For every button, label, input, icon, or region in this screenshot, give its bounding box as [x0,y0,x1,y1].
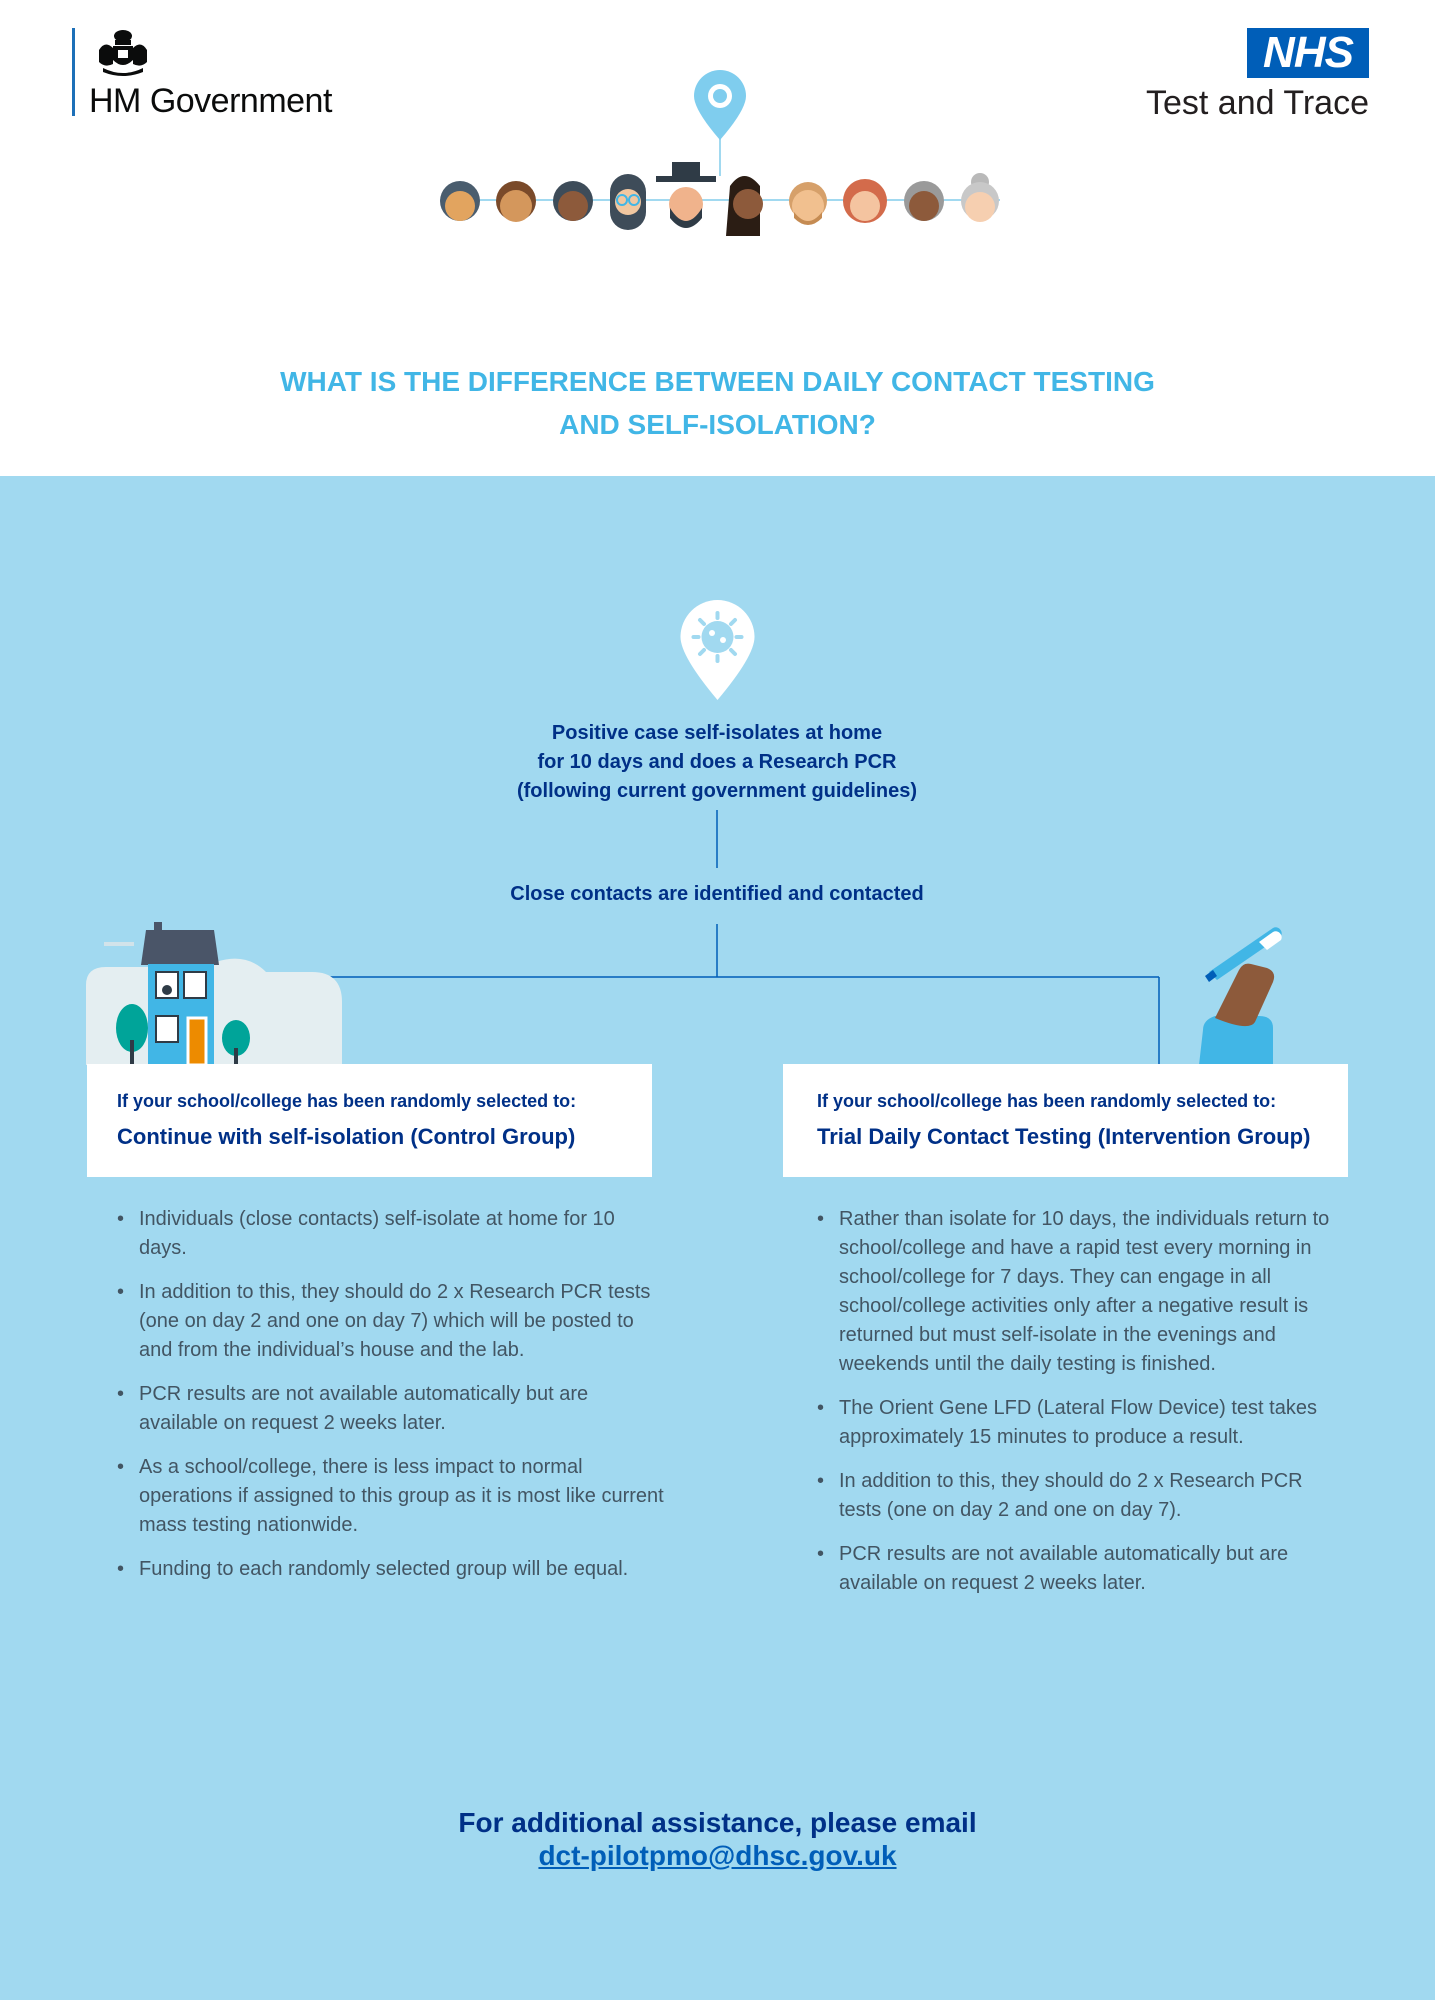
list-item: Funding to each randomly selected group … [117,1555,667,1584]
email-link[interactable]: dct-pilotpmo@dhsc.gov.uk [538,1840,897,1871]
help-text: For additional assistance, please email [458,1807,977,1838]
face-6 [726,176,763,236]
nhs-logo: NHS [1247,28,1369,78]
small-pin-icon [694,70,746,140]
list-item: PCR results are not available automatica… [117,1380,667,1438]
royal-crest-icon [99,30,147,76]
hm-government-name: HM Government [89,82,332,120]
positive-line-1: Positive case self-isolates at home [551,722,883,744]
intervention-group-heading: Trial Daily Contact Testing (Interventio… [817,1124,1311,1149]
people-illustration [440,70,1000,236]
test-and-trace-name: Test and Trace [1145,84,1369,122]
page-title: WHAT IS THE DIFFERENCE BETWEEN DAILY CON… [0,360,1435,446]
positive-line-2: for 10 days and does a Research PCR [537,751,897,773]
control-group-subheading: If your school/college has been randomly… [117,1091,577,1111]
face-3 [553,181,593,221]
hm-government-logo: HM Government [72,28,332,120]
virus-location-pin-icon [680,600,755,700]
hand-holding-test-icon [1199,927,1282,1065]
face-8 [843,179,887,223]
close-contacts-text: Close contacts are identified and contac… [510,883,924,905]
control-group-heading: Continue with self-isolation (Control Gr… [117,1124,576,1149]
list-item: In addition to this, they should do 2 x … [117,1278,667,1365]
list-item: As a school/college, there is less impac… [117,1453,667,1540]
list-item: Individuals (close contacts) self-isolat… [117,1205,667,1263]
intervention-group-bullets: Rather than isolate for 10 days, the ind… [817,1205,1337,1613]
title-line-2: AND SELF-ISOLATION? [559,409,876,440]
face-7 [789,182,827,225]
intervention-group-subheading: If your school/college has been randomly… [817,1091,1277,1111]
list-item: Rather than isolate for 10 days, the ind… [817,1205,1337,1379]
face-10 [961,173,999,222]
control-group-box: If your school/college has been randomly… [87,1064,652,1177]
control-group-bullets: Individuals (close contacts) self-isolat… [117,1205,667,1599]
face-4 [610,174,646,230]
list-item: The Orient Gene LFD (Lateral Flow Device… [817,1394,1337,1452]
house-icon [86,922,342,1065]
list-item: In addition to this, they should do 2 x … [817,1467,1337,1525]
face-9 [904,181,944,221]
face-5 [656,162,716,228]
face-2 [496,181,536,222]
positive-case-text: Positive case self-isolates at home for … [417,719,1017,806]
positive-line-3: (following current government guidelines… [516,780,918,802]
title-line-1: WHAT IS THE DIFFERENCE BETWEEN DAILY CON… [280,366,1155,397]
intervention-group-box: If your school/college has been randomly… [783,1064,1348,1177]
face-1 [440,181,480,221]
list-item: PCR results are not available automatica… [817,1540,1337,1598]
header-band: HM Government NHS Test and Trace WHAT IS… [0,0,1435,476]
